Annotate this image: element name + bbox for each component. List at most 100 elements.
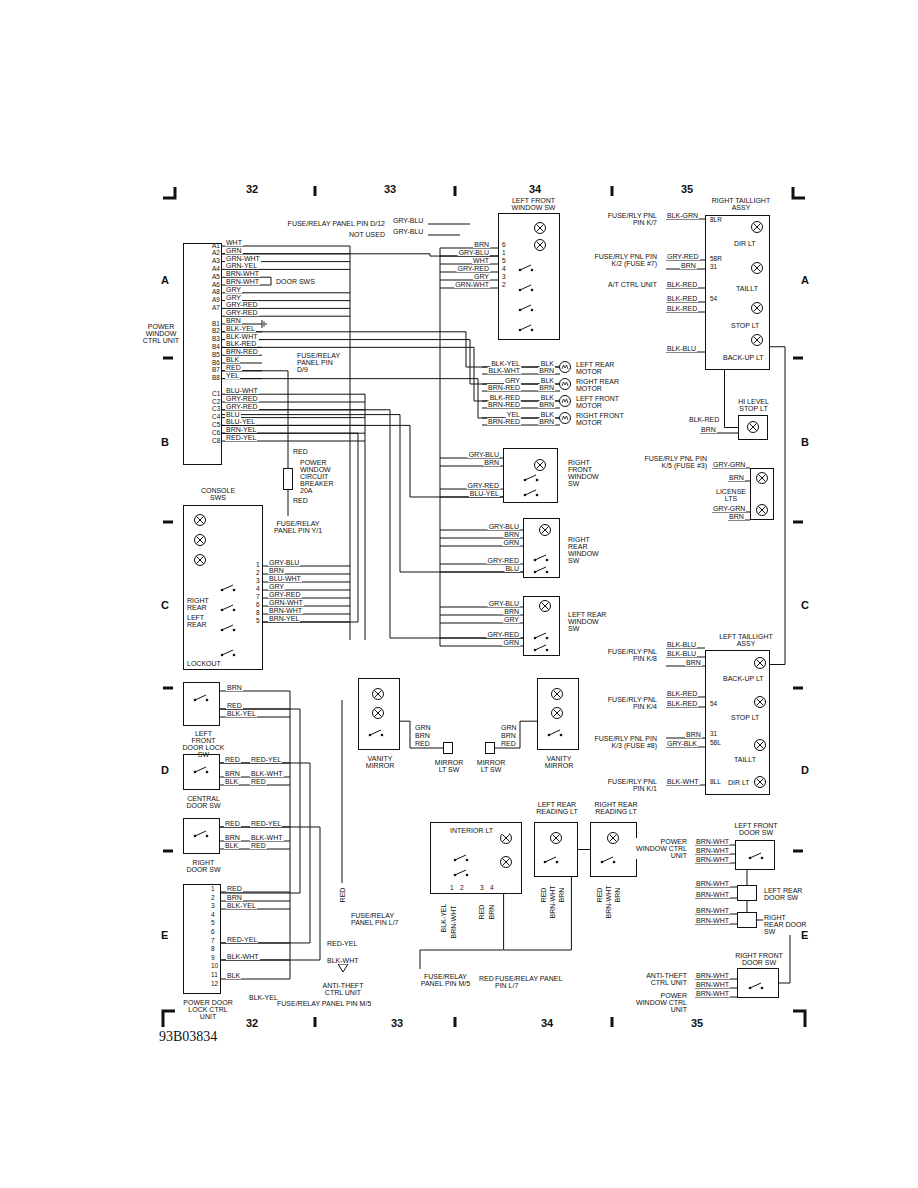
wire-label: BRN-WHT [695, 917, 730, 924]
pin-number: B8 [211, 375, 221, 382]
component-box: INTERIOR LT [430, 822, 522, 894]
grid-reference: 33 [383, 184, 397, 195]
lamp-symbol [551, 833, 562, 844]
switch-blade [549, 730, 560, 735]
lamp-filament [197, 557, 204, 564]
switch-contact [206, 699, 209, 702]
lamp-filament [375, 710, 382, 717]
lamp-symbol [540, 601, 551, 612]
wire-label: BLK [540, 377, 555, 384]
lamp-symbol [535, 240, 546, 251]
motor-mark [562, 399, 568, 403]
lamp-filament [554, 710, 561, 717]
pin-number: C2 [211, 399, 221, 406]
wire-label: BLK-WHT [250, 770, 284, 777]
lamp-filament [375, 691, 382, 698]
ground-symbol [264, 322, 265, 327]
wire-label: BACK-UP LT [722, 675, 765, 682]
wire-label: BRN-RED [487, 401, 521, 408]
lamp-filament [754, 337, 761, 344]
component-box: LEFT REAR DOOR SW [737, 885, 757, 901]
wire-label: GRY-BLU [488, 600, 520, 607]
wire-label: RED-YEL [225, 434, 257, 441]
wire-color: BRN-WHT [605, 884, 612, 919]
wire-label: BLK-RED [688, 416, 720, 423]
switch-contact [466, 859, 469, 862]
component-box: RIGHT FRONT DOOR SW [737, 968, 779, 998]
lamp-filament [542, 603, 549, 610]
wire-label: RED [250, 842, 267, 849]
grid-reference: A [800, 275, 810, 286]
wire-label: DOOR SWS [275, 278, 316, 285]
wire-label: GRY-RED [456, 265, 490, 272]
wire-label: BRN [224, 834, 241, 841]
component-box: POWER WINDOW CIRCUIT BREAKER 20A [283, 468, 293, 490]
component-name: POWER DOOR LOCK CTRL UNIT [179, 999, 237, 1020]
grid-reference: D [800, 765, 810, 776]
wire-label: BRN [268, 567, 285, 574]
switch-contact [546, 559, 549, 562]
wire-connector [222, 347, 559, 401]
lamp-filament [375, 710, 382, 717]
component-name: LEFT REAR READING LT [531, 801, 583, 815]
grid-reference: C [160, 600, 170, 611]
lamp-filament [537, 225, 544, 232]
wire-label: GRN-YEL [225, 262, 258, 269]
bracket [268, 277, 271, 285]
wire-label: BLK [540, 360, 555, 367]
pin-number: 6 [501, 242, 507, 249]
lamp-filament [542, 527, 549, 534]
pin-number: 31 [709, 731, 718, 738]
pin-number: 1 [210, 886, 216, 893]
pin-number: B7 [211, 367, 221, 374]
wire-line [428, 224, 470, 225]
grid-reference: 35 [690, 1018, 704, 1029]
lamp-filament [554, 691, 561, 698]
lamp-symbol [752, 303, 763, 314]
wire-label: BRN [226, 894, 243, 901]
switch-contact [546, 637, 549, 640]
pin-number: 3 [501, 274, 507, 281]
wire-label: BRN-WHT [695, 907, 730, 914]
component-name: RIGHT REAR READING LT [588, 801, 644, 815]
wire-connector [495, 721, 537, 748]
wire-label: BRN-WHT [695, 856, 730, 863]
pin-number: 5 [210, 920, 216, 927]
wire-label: BRN-WHT [695, 972, 730, 979]
component-name: LEFT FRONT WINDOW SW [506, 197, 561, 211]
lamp-symbol [535, 223, 546, 234]
switch-blade [222, 650, 233, 655]
wire-label: FUSE/RELAY PANEL PIN Y/1 [268, 520, 328, 534]
wire-label: FUSE/RLY PNL PIN K/5 (FUSE #3) [638, 455, 708, 469]
wire-label: BRN [538, 367, 555, 374]
pin-number: 58R [709, 256, 723, 263]
grid-reference: E [160, 930, 169, 941]
component-box: LEFT REAR READING LT [534, 822, 578, 877]
motor-symbol: RIGHT FRONT MOTOR [559, 412, 571, 424]
wire-label: GRY [225, 286, 242, 293]
wire-line [342, 700, 343, 883]
wire-label: BLU-WHT [225, 387, 259, 394]
pin-number: B4 [211, 344, 221, 351]
wire-label: RED [414, 740, 431, 747]
pin-number: 11 [210, 972, 219, 979]
component-box: RIGHT REAR WINDOW SW [523, 518, 560, 578]
component-name: VANITY MIRROR [537, 755, 581, 769]
wire-label: GRY-RED [466, 482, 500, 489]
lamp-symbol [755, 697, 766, 708]
wire-label: GRY [268, 583, 285, 590]
wire-label: GRN [500, 724, 518, 731]
wire-label: GRY-RED [666, 253, 700, 260]
motor-outline [559, 378, 571, 390]
wire-label: BRN-RED [225, 348, 259, 355]
wire-connector [222, 340, 559, 384]
switch-blade [370, 730, 381, 735]
wire-color: BRN [558, 887, 565, 904]
wire-line [290, 691, 291, 979]
wire-label: BRN [414, 732, 431, 739]
component-name: POWER WINDOW CIRCUIT BREAKER 20A [299, 459, 347, 494]
component-box: RIGHT REAR DOOR SW [737, 912, 757, 928]
wire-label: GRY-BLK [666, 740, 698, 747]
wire-connector [220, 827, 320, 960]
